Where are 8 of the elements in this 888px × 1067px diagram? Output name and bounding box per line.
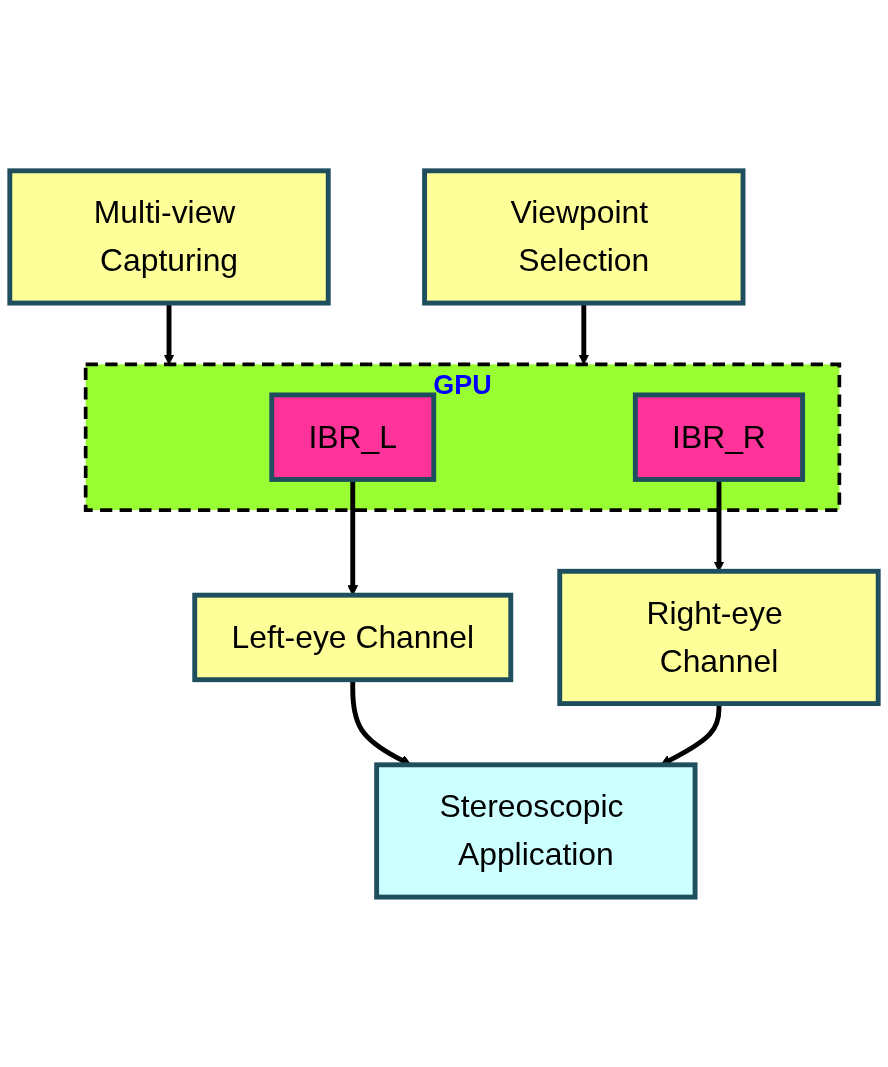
node-box: Right-eye Channel bbox=[557, 568, 881, 706]
arrow bbox=[660, 703, 722, 765]
node-box: IBR_R bbox=[632, 392, 806, 482]
node-box: IBR_L bbox=[269, 392, 437, 482]
node-box: Left-eye Channel bbox=[192, 592, 514, 682]
node-box: Multi-view Capturing bbox=[7, 167, 331, 306]
node-box: Viewpoint Selection bbox=[422, 167, 746, 306]
node-box: Stereoscopic Application bbox=[374, 761, 698, 900]
